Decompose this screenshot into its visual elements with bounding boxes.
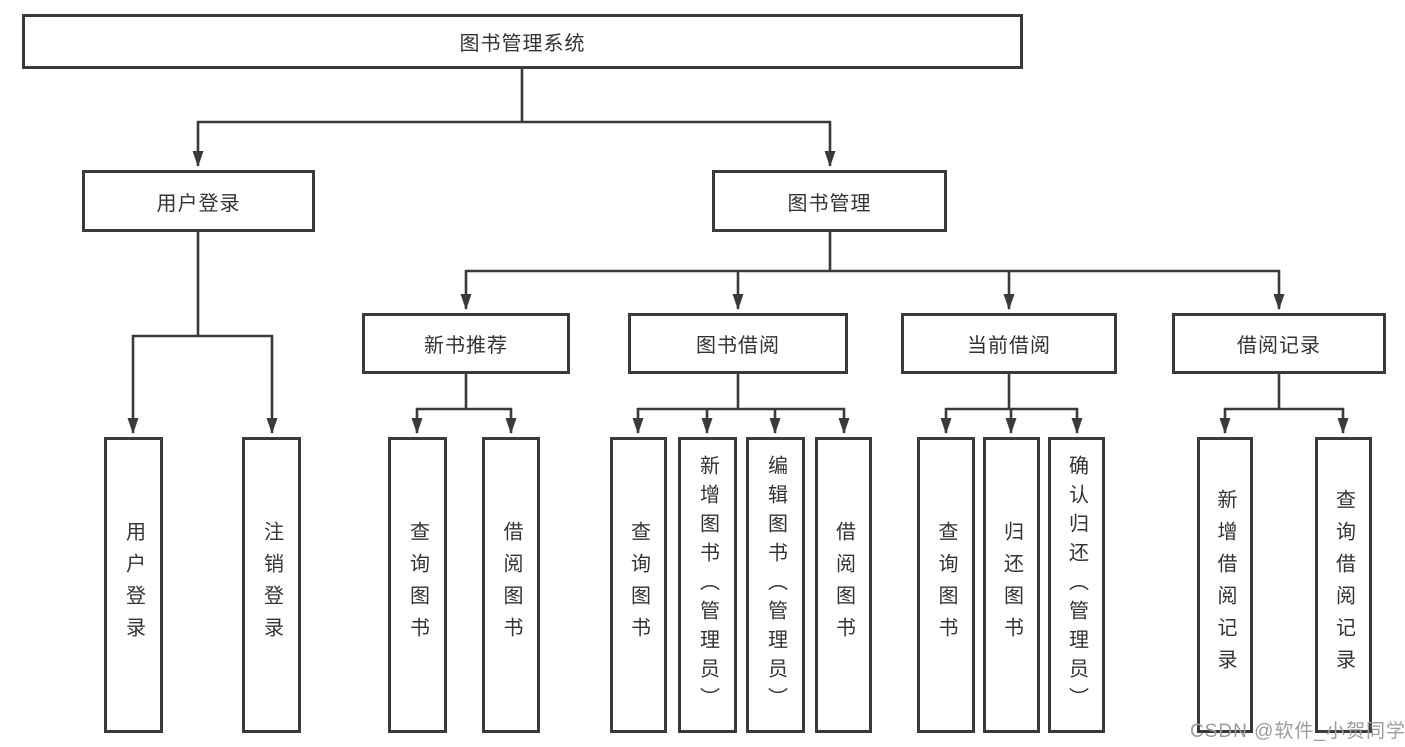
node-borrowing-record: 借阅记录 (1172, 313, 1386, 374)
node-book-borrowing: 图书借阅 (628, 313, 848, 374)
node-new-book-recommendation-label: 新书推荐 (424, 335, 508, 357)
leaf-current-query-books: 查询图书 (917, 437, 975, 733)
leaf-user-login: 用户登录 (104, 437, 163, 733)
leaf-query-borrow-record: 查询借阅记录 (1315, 437, 1372, 733)
leaf-add-borrow-record-label: 新增借阅记录 (1214, 489, 1236, 681)
node-root: 图书管理系统 (22, 14, 1023, 69)
leaf-add-borrow-record: 新增借阅记录 (1197, 437, 1253, 733)
leaf-newbook-query-books-label: 查询图书 (406, 521, 429, 649)
leaf-confirm-return-admin-label: 确认归还（管理员） (1065, 454, 1088, 716)
node-book-management: 图书管理 (712, 170, 947, 232)
leaf-edit-books-admin-label: 编辑图书（管理员） (764, 454, 787, 716)
node-user-login-label: 用户登录 (156, 192, 241, 215)
leaf-add-books-admin-label: 新增图书（管理员） (696, 454, 719, 716)
leaf-borrow-borrow-books: 借阅图书 (815, 437, 872, 733)
node-user-login: 用户登录 (82, 170, 315, 232)
leaf-borrow-query-books: 查询图书 (610, 437, 667, 733)
leaf-newbook-borrow-books-label: 借阅图书 (500, 521, 522, 649)
node-current-borrowing-label: 当前借阅 (967, 335, 1051, 357)
node-book-borrowing-label: 图书借阅 (696, 335, 780, 357)
leaf-return-books-label: 归还图书 (1000, 521, 1023, 649)
node-root-label: 图书管理系统 (459, 33, 586, 55)
leaf-newbook-query-books: 查询图书 (388, 437, 447, 733)
leaf-logout: 注销登录 (242, 437, 301, 733)
leaf-return-books: 归还图书 (983, 437, 1040, 733)
node-borrowing-record-label: 借阅记录 (1237, 335, 1321, 357)
leaf-logout-label: 注销登录 (260, 521, 283, 649)
leaf-borrow-query-books-label: 查询图书 (627, 521, 650, 649)
node-new-book-recommendation: 新书推荐 (362, 313, 570, 374)
csdn-watermark: CSDN @软件_小贺同学 (1190, 721, 1405, 742)
node-current-borrowing: 当前借阅 (901, 313, 1117, 374)
leaf-current-query-books-label: 查询图书 (935, 521, 957, 649)
leaf-add-books-admin: 新增图书（管理员） (678, 437, 737, 733)
leaf-edit-books-admin: 编辑图书（管理员） (746, 437, 805, 733)
leaf-confirm-return-admin: 确认归还（管理员） (1048, 437, 1105, 733)
leaf-borrow-borrow-books-label: 借阅图书 (832, 521, 855, 649)
leaf-newbook-borrow-books: 借阅图书 (482, 437, 540, 733)
node-book-management-label: 图书管理 (787, 192, 872, 215)
leaf-user-login-label: 用户登录 (122, 521, 145, 649)
leaf-query-borrow-record-label: 查询借阅记录 (1332, 489, 1355, 681)
